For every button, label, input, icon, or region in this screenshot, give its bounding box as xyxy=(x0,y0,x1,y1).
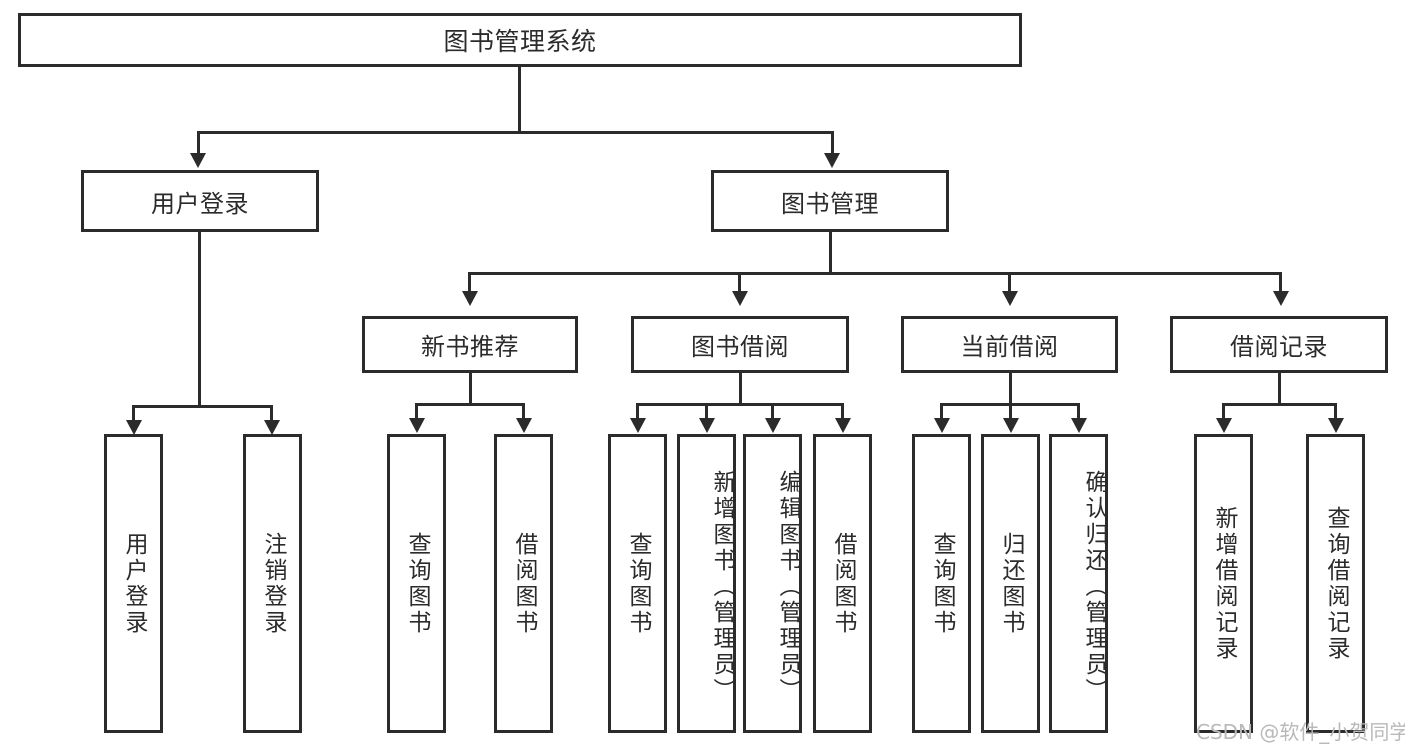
connector-borrow-record-stem xyxy=(1278,373,1281,405)
connector-user-login-drop-1 xyxy=(132,405,135,423)
leaf-borrow-book-1[interactable]: 借阅图书 xyxy=(494,434,553,733)
arrowhead-leaf-logout xyxy=(264,420,280,435)
leaf-query-book-1[interactable]: 查询图书 xyxy=(387,434,446,733)
leaf-borrow-book-2-label: 借阅图书 xyxy=(830,531,856,636)
connector-book-manage-drop-2 xyxy=(738,272,741,294)
leaf-add-book-label: 新增图书（管理员） xyxy=(709,469,735,704)
arrowhead-book-borrow xyxy=(732,291,748,306)
connector-user-login-drop-2 xyxy=(270,405,273,423)
connector-book-borrow-drop-3 xyxy=(771,403,774,421)
leaf-add-record-label: 新增借阅记录 xyxy=(1211,505,1237,662)
connector-book-borrow-bus xyxy=(636,403,844,406)
arrowhead-leaf-add-book xyxy=(699,418,715,433)
connector-user-login-stem xyxy=(198,232,201,407)
arrowhead-leaf-add-record xyxy=(1216,418,1232,433)
connector-new-book-rec-drop-1 xyxy=(415,403,418,421)
connector-borrow-record-drop-1 xyxy=(1222,403,1225,421)
connector-new-book-rec-bus xyxy=(415,403,525,406)
arrowhead-leaf-edit-book xyxy=(765,418,781,433)
leaf-borrow-book-1-label: 借阅图书 xyxy=(511,531,537,636)
leaf-edit-book[interactable]: 编辑图书（管理员） xyxy=(743,434,802,733)
connector-book-manage-drop-3 xyxy=(1008,272,1011,294)
connector-borrow-record-bus xyxy=(1222,403,1337,406)
arrowhead-leaf-confirm-return xyxy=(1071,418,1087,433)
leaf-query-book-3-label: 查询图书 xyxy=(929,531,955,636)
node-root[interactable]: 图书管理系统 xyxy=(18,13,1022,67)
connector-book-borrow-drop-4 xyxy=(841,403,844,421)
node-book-manage-label: 图书管理 xyxy=(781,189,879,218)
node-new-book-rec-label: 新书推荐 xyxy=(421,333,519,361)
node-book-borrow[interactable]: 图书借阅 xyxy=(631,316,849,373)
leaf-user-login-label: 用户登录 xyxy=(121,531,147,636)
leaf-query-record[interactable]: 查询借阅记录 xyxy=(1306,434,1365,733)
arrowhead-leaf-query-record xyxy=(1328,418,1344,433)
node-root-label: 图书管理系统 xyxy=(443,27,597,56)
node-book-borrow-label: 图书借阅 xyxy=(691,333,789,361)
connector-book-borrow-drop-2 xyxy=(705,403,708,421)
connector-current-borrow-drop-3 xyxy=(1077,403,1080,421)
leaf-edit-book-label: 编辑图书（管理员） xyxy=(775,469,801,704)
connector-current-borrow-drop-1 xyxy=(940,403,943,421)
leaf-query-book-3[interactable]: 查询图书 xyxy=(912,434,971,733)
arrowhead-leaf-user-login xyxy=(126,420,142,435)
connector-book-manage-drop-4 xyxy=(1279,272,1282,294)
connector-book-manage-bus xyxy=(468,272,1282,275)
node-user-login[interactable]: 用户登录 xyxy=(81,170,319,232)
arrowhead-new-book-rec xyxy=(462,291,478,306)
connector-root-to-book-manage xyxy=(831,131,834,156)
connector-book-manage-drop-1 xyxy=(468,272,471,294)
leaf-confirm-return[interactable]: 确认归还（管理员） xyxy=(1049,434,1108,733)
arrowhead-root-to-book-manage xyxy=(824,153,840,168)
arrowhead-current-borrow xyxy=(1002,291,1018,306)
leaf-query-record-label: 查询借阅记录 xyxy=(1323,505,1349,662)
connector-book-borrow-stem xyxy=(739,373,742,405)
connector-current-borrow-drop-2 xyxy=(1009,403,1012,421)
connector-root-bus xyxy=(197,131,834,134)
leaf-user-login[interactable]: 用户登录 xyxy=(104,434,163,733)
arrowhead-leaf-return-book xyxy=(1003,418,1019,433)
leaf-query-book-2[interactable]: 查询图书 xyxy=(608,434,667,733)
leaf-return-book-label: 归还图书 xyxy=(998,531,1024,636)
leaf-confirm-return-label: 确认归还（管理员） xyxy=(1081,469,1107,704)
leaf-logout-label: 注销登录 xyxy=(260,531,286,636)
arrowhead-leaf-borrow-book-1 xyxy=(516,418,532,433)
arrowhead-root-to-user-login xyxy=(190,153,206,168)
node-book-manage[interactable]: 图书管理 xyxy=(711,170,949,232)
arrowhead-leaf-query-book-3 xyxy=(934,418,950,433)
connector-borrow-record-drop-2 xyxy=(1334,403,1337,421)
node-current-borrow[interactable]: 当前借阅 xyxy=(901,316,1118,373)
arrowhead-borrow-record xyxy=(1273,291,1289,306)
connector-user-login-bus xyxy=(132,405,273,408)
leaf-return-book[interactable]: 归还图书 xyxy=(981,434,1040,733)
node-borrow-record[interactable]: 借阅记录 xyxy=(1170,316,1388,373)
node-borrow-record-label: 借阅记录 xyxy=(1230,333,1328,361)
leaf-query-book-1-label: 查询图书 xyxy=(404,531,430,636)
leaf-logout[interactable]: 注销登录 xyxy=(243,434,302,733)
leaf-borrow-book-2[interactable]: 借阅图书 xyxy=(813,434,872,733)
leaf-query-book-2-label: 查询图书 xyxy=(625,531,651,636)
connector-book-manage-stem xyxy=(829,232,832,274)
connector-current-borrow-stem xyxy=(1009,373,1012,405)
arrowhead-leaf-borrow-book-2 xyxy=(835,418,851,433)
node-user-login-label: 用户登录 xyxy=(151,189,249,218)
arrowhead-leaf-query-book-1 xyxy=(409,418,425,433)
node-current-borrow-label: 当前借阅 xyxy=(960,333,1059,361)
connector-new-book-rec-stem xyxy=(469,373,472,405)
connector-new-book-rec-drop-2 xyxy=(522,403,525,421)
connector-root-stem xyxy=(518,67,521,133)
leaf-add-record[interactable]: 新增借阅记录 xyxy=(1194,434,1253,733)
arrowhead-leaf-query-book-2 xyxy=(630,418,646,433)
connector-root-to-user-login xyxy=(197,131,200,156)
leaf-add-book[interactable]: 新增图书（管理员） xyxy=(677,434,736,733)
node-new-book-rec[interactable]: 新书推荐 xyxy=(362,316,578,373)
connector-book-borrow-drop-1 xyxy=(636,403,639,421)
